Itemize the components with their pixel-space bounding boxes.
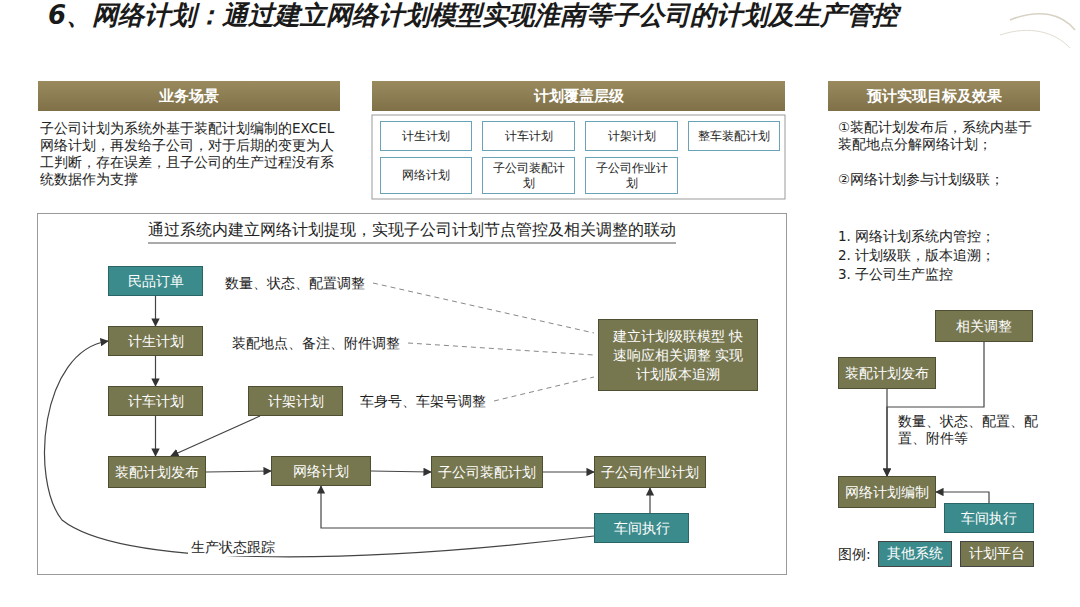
box-label: 子公司作业计划 xyxy=(590,161,673,191)
process-box: 计生计划 xyxy=(380,121,472,151)
note-text: 子公司计划为系统外基于装配计划编制的EXCEL网络计划，再发给子公司，对于后期的… xyxy=(40,120,340,188)
box-label: 计架计划 xyxy=(268,393,324,410)
connector xyxy=(155,416,156,456)
process-box: 子公司作业计划 xyxy=(585,157,678,194)
connector xyxy=(155,356,156,386)
legend-swatch: 其他系统 xyxy=(878,541,952,567)
process-box: 计车计划 xyxy=(482,121,575,151)
note-text: 车身号、车架号调整 xyxy=(360,392,486,410)
corner-swirl xyxy=(1000,30,1070,48)
process-box: 网络计划 xyxy=(271,456,371,486)
process-box: 子公司装配计划 xyxy=(431,456,543,488)
box-label: 车间执行 xyxy=(614,520,670,537)
note-text: 3. 子公司生产监控 xyxy=(838,266,1038,283)
box-label: 计车计划 xyxy=(505,129,553,144)
section-header: 计划覆盖层级 xyxy=(372,81,785,111)
box-label: 民品订单 xyxy=(128,273,184,290)
note-text: 数量、状态、配置、配置、附件等 xyxy=(898,413,1038,447)
legend-title: 图例: xyxy=(838,545,871,563)
box-label: 子公司装配计划 xyxy=(487,161,570,191)
note-text: ①装配计划发布后，系统内基于装配地点分解网络计划； xyxy=(838,119,1038,153)
note-text: 装配地点、备注、附件调整 xyxy=(232,334,400,352)
edge-label: 生产状态跟踪 xyxy=(188,538,278,556)
note-text: 数量、状态、配置调整 xyxy=(225,274,365,292)
process-box: 整车装配计划 xyxy=(688,121,780,151)
connector xyxy=(649,488,650,513)
legend-label: 其他系统 xyxy=(887,545,943,563)
dashed-leader xyxy=(494,377,594,401)
process-box: 网络计划编制 xyxy=(838,476,936,508)
box-label: 计生计划 xyxy=(402,129,450,144)
process-box: 子公司作业计划 xyxy=(594,456,706,488)
box-label: 预计实现目标及效果 xyxy=(867,87,1002,106)
box-label: 相关调整 xyxy=(956,318,1012,335)
box-label: 计车计划 xyxy=(128,393,184,410)
connector xyxy=(936,492,989,503)
title-underline xyxy=(148,243,676,244)
process-box: 网络计划 xyxy=(380,157,472,194)
process-box: 装配计划发布 xyxy=(108,456,206,488)
connector xyxy=(543,471,594,472)
process-box: 车间执行 xyxy=(594,513,689,543)
page-title: 6、网络计划：通过建立网络计划模型实现淮南等子公司的计划及生产管控 xyxy=(48,0,1048,31)
box-label: 计划覆盖层级 xyxy=(534,87,624,106)
box-label: 计生计划 xyxy=(128,333,184,350)
note-text: ②网络计划参与计划级联； xyxy=(838,171,1038,188)
legend-swatch: 计划平台 xyxy=(960,541,1034,567)
section-header: 业务场景 xyxy=(38,81,340,111)
connector xyxy=(171,416,260,456)
box-label: 计架计划 xyxy=(608,129,656,144)
process-box: 计生计划 xyxy=(108,326,203,356)
box-label: 子公司装配计划 xyxy=(438,464,536,481)
process-box: 建立计划级联模型 快速响应相关调整 实现计划版本追溯 xyxy=(598,319,758,391)
box-label: 整车装配计划 xyxy=(698,129,770,144)
section-header: 预计实现目标及效果 xyxy=(828,81,1040,111)
process-box: 计架计划 xyxy=(585,121,678,151)
coverage-frame xyxy=(372,115,785,199)
box-label: 装配计划发布 xyxy=(115,464,199,481)
box-label: 子公司作业计划 xyxy=(601,464,699,481)
connector xyxy=(155,296,156,326)
box-label: 车间执行 xyxy=(961,510,1017,527)
dashed-leader xyxy=(373,283,594,333)
process-box: 民品订单 xyxy=(108,266,203,296)
box-label: 业务场景 xyxy=(159,87,219,106)
dashed-leader xyxy=(408,343,594,355)
corner-swirl xyxy=(1010,14,1075,30)
process-box: 子公司装配计划 xyxy=(482,157,575,194)
connector xyxy=(371,471,431,472)
note-text: 2. 计划级联，版本追溯； xyxy=(838,247,1038,264)
box-label: 建立计划级联模型 快速响应相关调整 实现计划版本追溯 xyxy=(607,327,749,384)
box-label: 网络计划编制 xyxy=(845,484,929,501)
process-box: 车间执行 xyxy=(944,503,1034,533)
connector xyxy=(321,486,594,528)
process-box: 相关调整 xyxy=(935,310,1033,342)
process-box: 装配计划发布 xyxy=(838,357,936,389)
frame-title: 通过系统内建立网络计划提现，实现子公司计划节点管控及相关调整的联动 xyxy=(38,220,786,240)
process-box: 计车计划 xyxy=(108,386,203,416)
box-label: 装配计划发布 xyxy=(845,365,929,382)
note-text: 1. 网络计划系统内管控； xyxy=(838,228,1038,245)
legend-label: 计划平台 xyxy=(969,545,1025,563)
box-label: 网络计划 xyxy=(293,463,349,480)
box-label: 网络计划 xyxy=(402,168,450,183)
process-box: 计架计划 xyxy=(248,386,343,416)
connector xyxy=(45,341,594,557)
connector xyxy=(206,471,271,472)
